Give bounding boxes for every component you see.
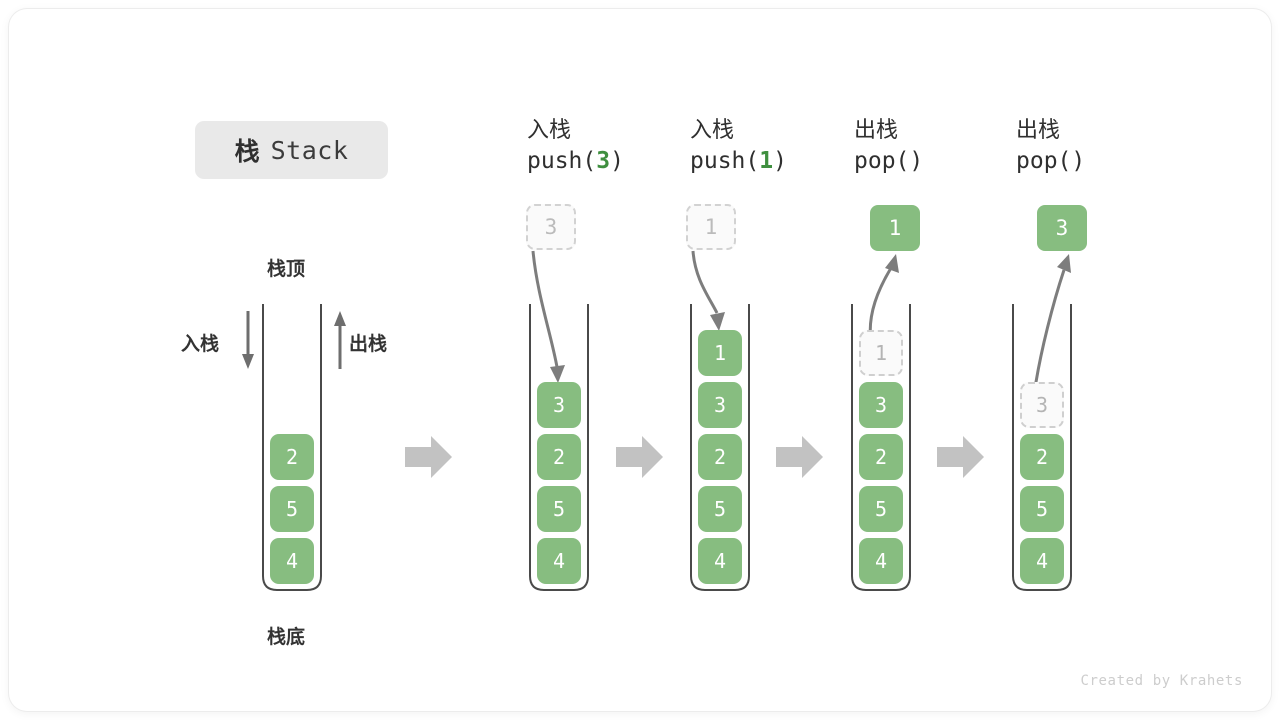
- step-arrow-3: [776, 434, 824, 480]
- step-header-4: 出栈 pop(): [1016, 115, 1186, 177]
- step-stack-slots-1: 3 2 5 4: [528, 304, 590, 592]
- stack-slot: 3: [859, 382, 903, 428]
- title-badge: 栈 Stack: [195, 121, 388, 179]
- stack-slot: 4: [859, 538, 903, 584]
- incoming-element-1: 3: [526, 204, 576, 250]
- push-direction-arrow: [239, 309, 257, 376]
- push-direction-label: 入栈: [181, 334, 220, 355]
- step-call-prefix-3: pop(: [854, 148, 910, 174]
- popped-element-3: 1: [870, 205, 920, 251]
- stack-slot: 4: [698, 538, 742, 584]
- step-call-suffix-2: ): [773, 148, 787, 174]
- stack-slot: 1: [698, 330, 742, 376]
- step-stack-slots-4: 3 2 5 4: [1011, 304, 1073, 592]
- initial-stack-slots: 2 5 4: [261, 304, 323, 592]
- step-call-prefix-2: push(: [690, 148, 760, 174]
- stack-slot: 5: [859, 486, 903, 532]
- stack-slot-ghost: 3: [1020, 382, 1064, 428]
- step-stack-container-1: [528, 304, 590, 594]
- incoming-element-2: 1: [686, 204, 736, 250]
- stack-slot: 5: [270, 486, 314, 532]
- step-title-4: 出栈: [1016, 117, 1061, 142]
- push-flow-arrow-2: [681, 249, 741, 344]
- step-title-1: 入栈: [527, 117, 572, 142]
- step-call-suffix-1: ): [610, 148, 624, 174]
- stack-slot: 4: [1020, 538, 1064, 584]
- stack-slot: 5: [537, 486, 581, 532]
- pop-flow-arrow-4: [1014, 252, 1084, 402]
- stack-slot: 2: [270, 434, 314, 480]
- step-call-3: pop(): [854, 145, 1024, 177]
- stack-slot: 2: [698, 434, 742, 480]
- stack-slot: 5: [698, 486, 742, 532]
- step-header-1: 入栈 push(3): [527, 115, 697, 177]
- stack-slot: 2: [1020, 434, 1064, 480]
- step-stack-slots-3: 1 3 2 5 4: [850, 304, 912, 592]
- step-call-1: push(3): [527, 145, 697, 177]
- title-en: Stack: [270, 135, 349, 165]
- step-call-prefix-1: push(: [527, 148, 597, 174]
- step-stack-slots-2: 1 3 2 5 4: [689, 304, 751, 592]
- stack-top-label: 栈顶: [267, 259, 306, 280]
- step-call-4: pop(): [1016, 145, 1186, 177]
- initial-stack-container: [261, 304, 323, 594]
- title-cn: 栈: [234, 138, 261, 166]
- stack-slot: 2: [859, 434, 903, 480]
- stack-slot: 3: [537, 382, 581, 428]
- step-stack-container-4: [1011, 304, 1073, 594]
- step-call-arg-2: 1: [759, 148, 774, 174]
- step-stack-container-3: [850, 304, 912, 594]
- step-header-3: 出栈 pop(): [854, 115, 1024, 177]
- step-call-arg-1: 3: [596, 148, 611, 174]
- step-header-2: 入栈 push(1): [690, 115, 860, 177]
- stack-slot: 5: [1020, 486, 1064, 532]
- step-call-2: push(1): [690, 145, 860, 177]
- step-arrow-1: [405, 434, 453, 480]
- footer-credit: Created by Krahets: [1080, 673, 1243, 689]
- push-flow-arrow-1: [521, 249, 581, 394]
- stack-slot: 2: [537, 434, 581, 480]
- pop-direction-arrow: [331, 309, 349, 376]
- step-title-3: 出栈: [854, 117, 899, 142]
- popped-element-4: 3: [1037, 205, 1087, 251]
- stack-slot: 4: [270, 538, 314, 584]
- stack-slot: 4: [537, 538, 581, 584]
- step-stack-container-2: [689, 304, 751, 594]
- step-call-suffix-3: ): [909, 148, 924, 174]
- step-title-2: 入栈: [690, 117, 735, 142]
- stack-slot-ghost: 1: [859, 330, 903, 376]
- step-call-suffix-4: ): [1071, 148, 1086, 174]
- step-call-prefix-4: pop(: [1016, 148, 1072, 174]
- step-arrow-2: [616, 434, 664, 480]
- stack-bottom-label: 栈底: [267, 627, 306, 648]
- pop-direction-label: 出栈: [349, 334, 388, 355]
- stack-slot: 3: [698, 382, 742, 428]
- step-arrow-4: [937, 434, 985, 480]
